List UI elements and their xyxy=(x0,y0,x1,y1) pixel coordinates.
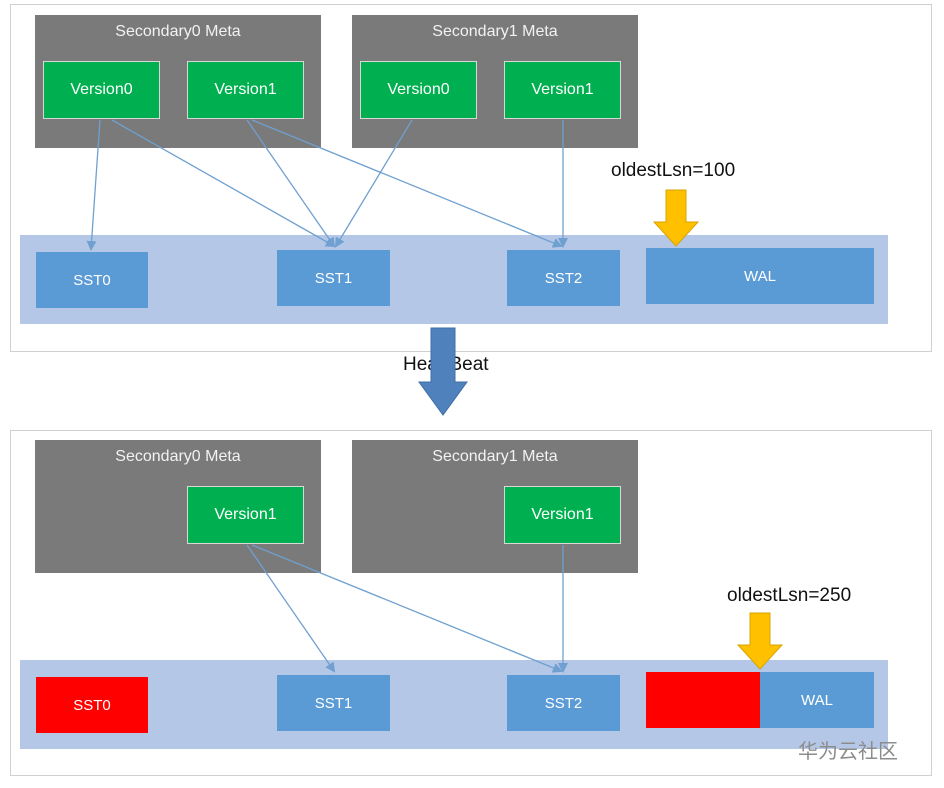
secondary1-meta-title: Secondary1 Meta xyxy=(432,23,558,40)
top-lsn-pointer-arrow xyxy=(652,189,700,247)
bottom-sst1: SST1 xyxy=(277,675,390,731)
secondary0-meta-title: Secondary0 Meta xyxy=(115,448,241,465)
bottom-s0-version1: Version1 xyxy=(187,486,304,544)
top-s1-version0: Version0 xyxy=(360,61,477,119)
secondary0-meta-title: Secondary0 Meta xyxy=(115,23,241,40)
bottom-sst0-deleted: SST0 xyxy=(36,677,148,733)
bottom-oldest-lsn-label: oldestLsn=250 xyxy=(727,585,852,606)
bottom-version-links xyxy=(246,544,568,673)
top-version-links xyxy=(86,119,568,251)
top-sst0: SST0 xyxy=(36,252,148,308)
top-s1-version1: Version1 xyxy=(504,61,621,119)
secondary1-meta-title: Secondary1 Meta xyxy=(432,448,558,465)
top-s0-version0: Version0 xyxy=(43,61,160,119)
link-b-s0v1-sst2 xyxy=(251,544,563,673)
top-s0-version1: Version1 xyxy=(187,61,304,119)
bottom-sst2: SST2 xyxy=(507,675,620,731)
bottom-s1-version1: Version1 xyxy=(504,486,621,544)
link-s0v1-sst1 xyxy=(246,119,336,248)
link-s0v0-sst0 xyxy=(86,119,101,251)
link-s0v1-sst2 xyxy=(251,119,563,248)
link-b-s0v1-sst1 xyxy=(246,544,336,673)
bottom-lsn-pointer-arrow xyxy=(736,612,784,670)
top-sst2: SST2 xyxy=(507,250,620,306)
watermark: 华为云社区 xyxy=(798,741,898,763)
bottom-wal: WAL xyxy=(760,672,874,728)
heartbeat-arrow xyxy=(418,327,468,416)
link-s0v0-sst1 xyxy=(111,119,336,247)
link-s1v0-sst1 xyxy=(334,119,413,248)
top-wal: WAL xyxy=(646,248,874,304)
bottom-wal-truncated xyxy=(646,672,760,728)
top-oldest-lsn-label: oldestLsn=100 xyxy=(611,160,736,181)
top-sst1: SST1 xyxy=(277,250,390,306)
